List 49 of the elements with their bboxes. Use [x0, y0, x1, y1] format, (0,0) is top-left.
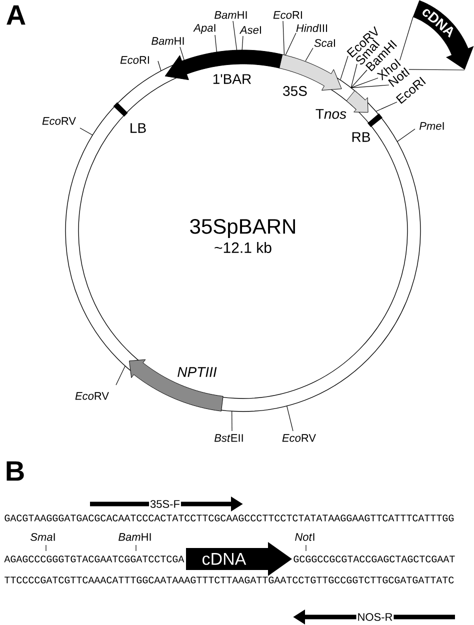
leader-line	[400, 16, 414, 61]
border-label: RB	[352, 132, 370, 142]
site-label: BstEII	[214, 434, 243, 442]
gene-label: Tnos	[316, 109, 346, 119]
leader-line	[285, 32, 296, 56]
leader-line	[286, 406, 294, 432]
panel-letter: A	[6, 5, 26, 25]
site-label: ScaI	[314, 39, 335, 47]
site-label: EcoRI	[120, 56, 149, 64]
leader-line	[232, 20, 238, 50]
panel-letter: B	[6, 461, 24, 481]
sequence-text: TTCCCCGATCGTTCAAACATTTGGCAATAAAGTTTCTTAAGATTGAATCCTGTTGCCGGTCTTGCGATGATTATC	[4, 576, 454, 584]
site-label: EcoRV	[75, 392, 109, 400]
leader-line	[350, 84, 390, 88]
site-label: HindIII	[296, 24, 328, 32]
leader-line	[305, 48, 314, 62]
site-label: NotI	[295, 533, 314, 541]
leader-line	[80, 128, 93, 136]
border-label: LB	[130, 123, 146, 133]
leader-line	[180, 46, 184, 60]
insert-block: cDNA	[186, 542, 292, 576]
site-label: BamHI	[214, 11, 247, 19]
site-label: BamHI	[152, 37, 184, 45]
node-label: NOS-R	[358, 613, 392, 621]
leader-line	[396, 128, 416, 142]
gene-label: NPTIII	[178, 367, 217, 377]
leader-line	[282, 20, 285, 56]
site-label: BamHI	[118, 533, 151, 541]
site-label: EcoRV	[282, 434, 316, 442]
leader-line	[350, 64, 358, 88]
leader-line	[116, 366, 126, 386]
site-label: AseI	[239, 26, 261, 34]
leader-line	[214, 34, 217, 52]
leader-line	[350, 70, 368, 88]
site-label: EcoRV	[42, 117, 76, 125]
leader-line	[242, 36, 244, 50]
sequence-text: GACGTAAGGGATGACGCACAATCCCACTATCCTTCGCAAGCCCTTCCTCTATATAAGGAAGTTCATTTCATTTGG	[4, 514, 454, 522]
leader-line	[350, 78, 378, 88]
site-label: ApaI	[193, 24, 216, 34]
site-label: SmaI	[30, 533, 55, 541]
site-label: PmeI	[420, 122, 444, 130]
leader-line	[340, 56, 348, 80]
gene-label: 35S	[283, 86, 307, 96]
site-label: EcoRI	[273, 11, 302, 19]
leader-line	[158, 60, 162, 72]
leader-line	[408, 69, 465, 70]
leader-line	[376, 102, 398, 112]
node-label: 35S-F	[150, 500, 180, 508]
gene-label: 1'BAR	[213, 74, 251, 84]
